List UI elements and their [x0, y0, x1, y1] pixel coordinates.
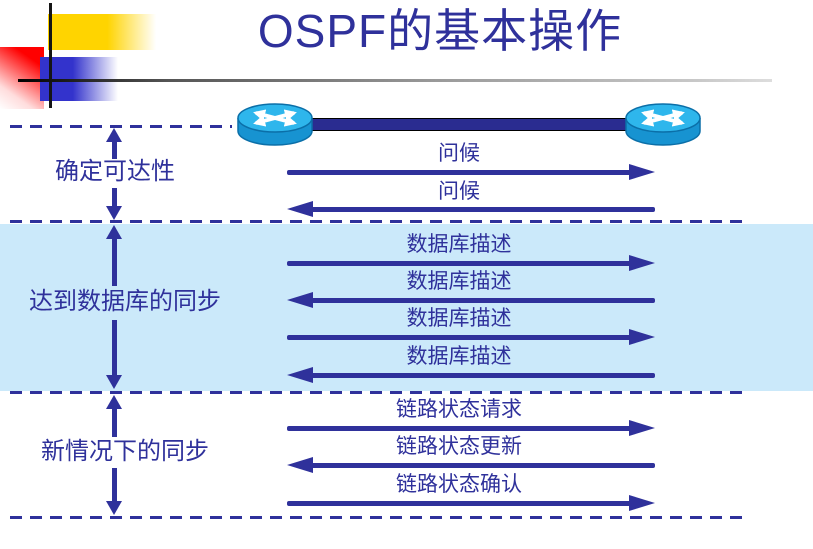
phase-range-arrow-down [106, 320, 122, 389]
message-label: 数据库描述 [406, 345, 512, 368]
phase-boundary-line [10, 516, 747, 519]
message-label: 链路状态请求 [396, 398, 522, 421]
phase-label: 达到数据库的同步 [29, 288, 221, 315]
router-icon [625, 103, 701, 146]
router-link-line [272, 118, 666, 131]
phase-range-arrow-up [106, 225, 122, 286]
phase-range-arrow-up [106, 395, 122, 437]
message-arrow-right-icon [287, 328, 655, 346]
title-underline [18, 79, 772, 82]
message-arrow-right-icon [287, 494, 655, 512]
phase-boundary-line [10, 125, 232, 128]
slide-title: OSPF的基本操作 [257, 5, 623, 57]
phase-range-arrow-down [106, 188, 122, 220]
message-arrow-right-icon [287, 163, 655, 181]
phase2-highlight-band [0, 224, 813, 391]
phase-boundary-line [10, 391, 747, 394]
message-arrow-left-icon [287, 291, 655, 309]
message-label: 数据库描述 [406, 270, 512, 293]
message-label: 问候 [438, 142, 480, 165]
message-label: 链路状态确认 [396, 473, 522, 496]
message-arrow-right-icon [287, 419, 655, 437]
phase-label: 确定可达性 [55, 158, 175, 185]
phase-label: 新情况下的同步 [41, 438, 209, 465]
message-label: 链路状态更新 [396, 435, 522, 458]
phase-range-arrow-down [106, 468, 122, 515]
message-arrow-left-icon [287, 366, 655, 384]
yellow-square-decoration [48, 14, 156, 50]
message-label: 数据库描述 [406, 307, 512, 330]
phase-boundary-line [10, 220, 747, 223]
message-arrow-left-icon [287, 200, 655, 218]
red-square-decoration [0, 47, 44, 109]
message-label: 数据库描述 [406, 233, 512, 256]
phase-range-arrow-up [106, 128, 122, 159]
crosshair-vertical-line [49, 3, 52, 108]
message-label: 问候 [438, 180, 480, 203]
message-arrow-right-icon [287, 254, 655, 272]
router-icon [237, 103, 313, 146]
message-arrow-left-icon [287, 456, 655, 474]
